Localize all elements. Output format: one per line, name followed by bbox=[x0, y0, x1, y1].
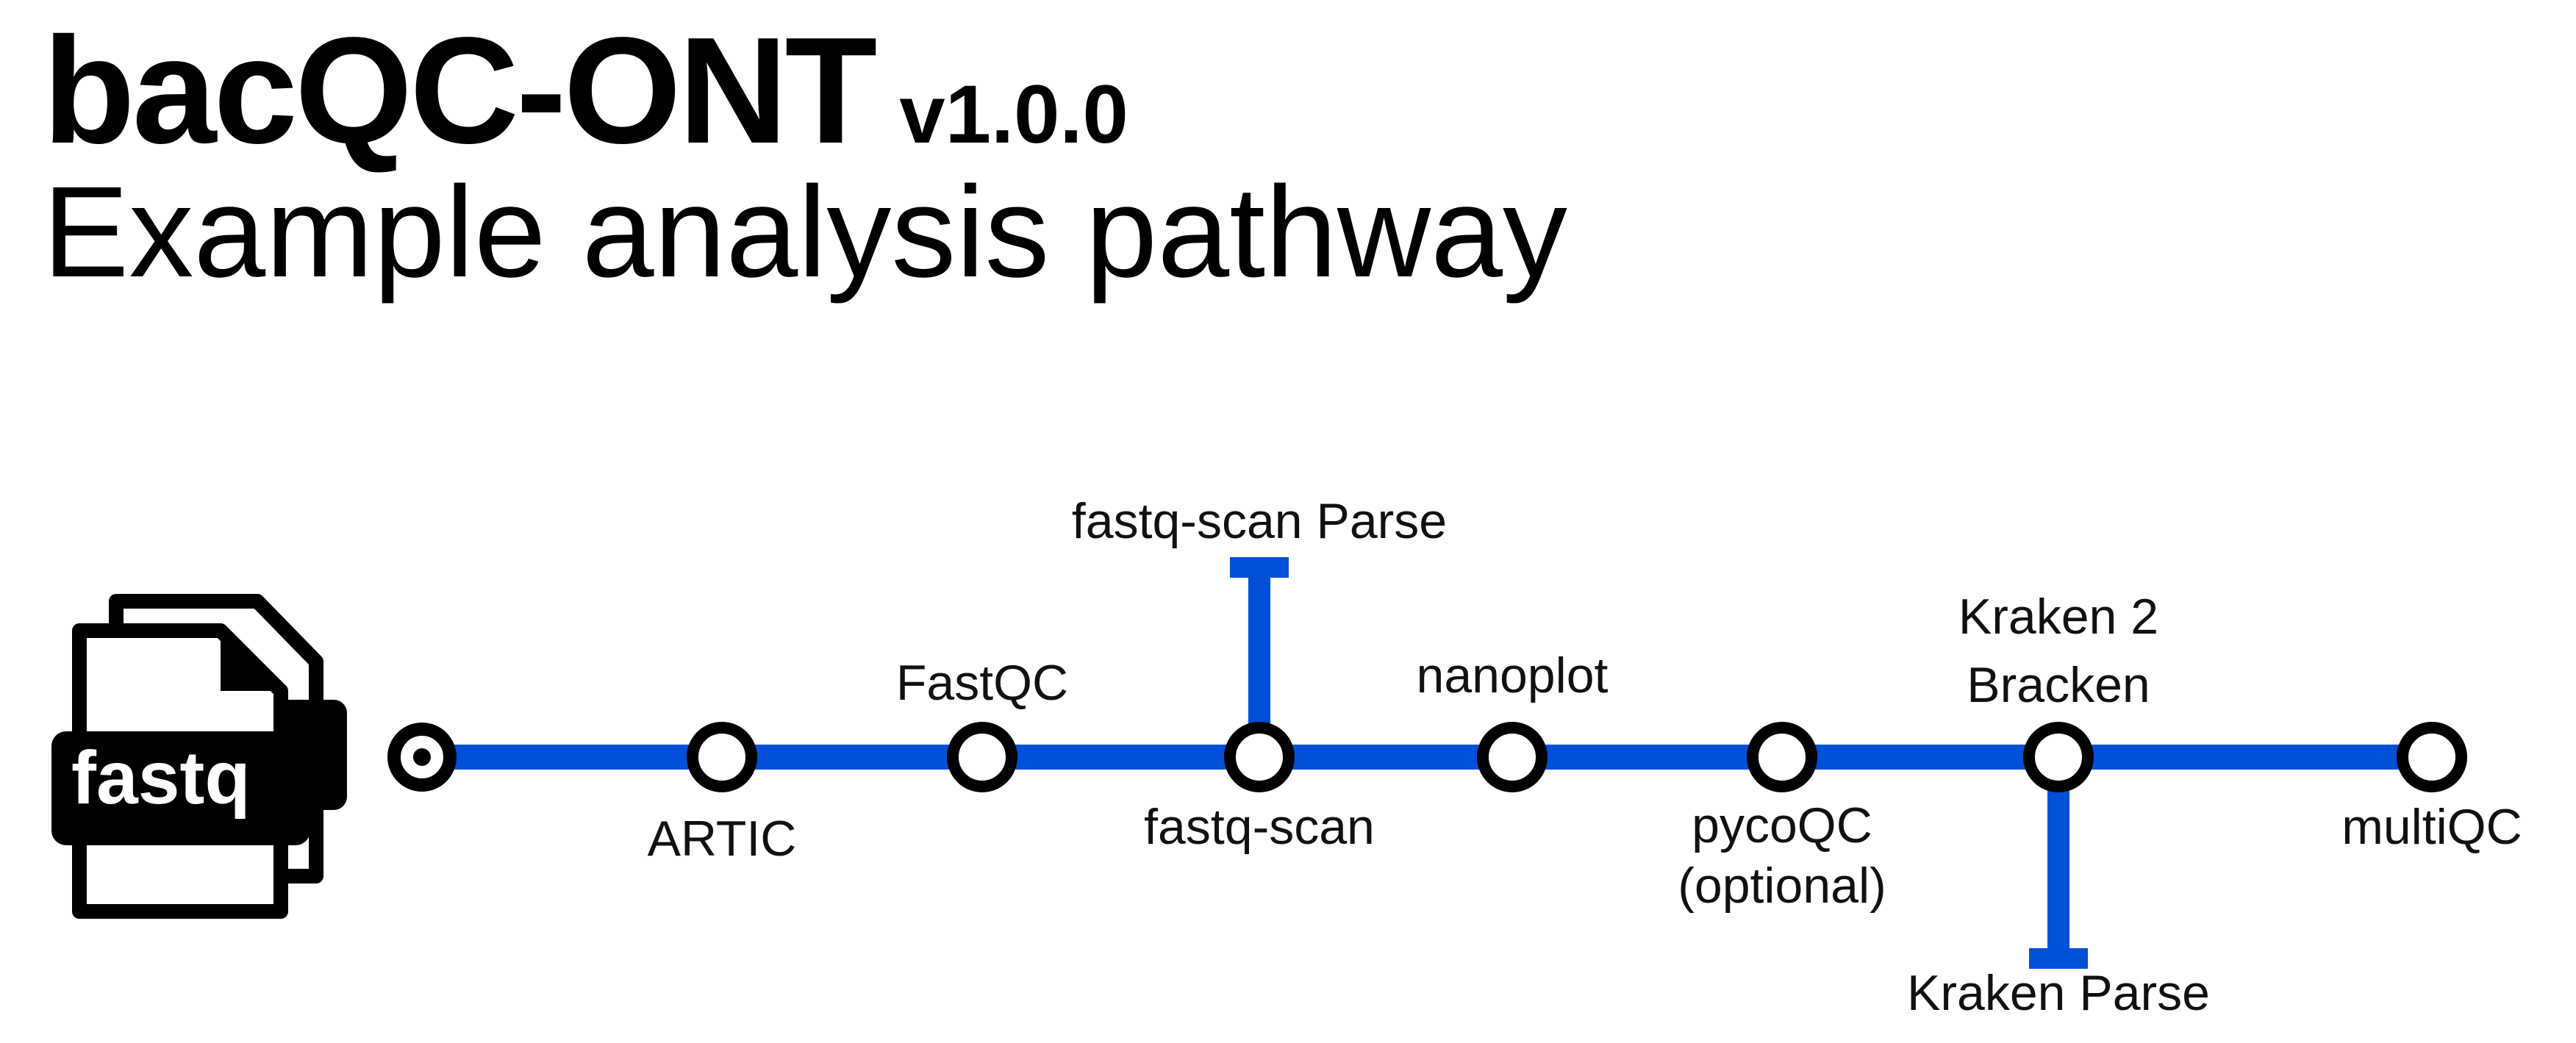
node-circle bbox=[2397, 722, 2467, 792]
input-file-label: fastq bbox=[71, 736, 251, 820]
label-multiqc: multiQC bbox=[2341, 799, 2522, 855]
start-marker bbox=[387, 723, 457, 792]
label-kraken2-line1: Kraken 2 bbox=[1958, 589, 2158, 645]
node-circle bbox=[1747, 722, 1817, 792]
app-name: bacQC-ONT bbox=[43, 6, 877, 175]
branch-terminus-fastq-scan-parse bbox=[1230, 557, 1289, 578]
step-node-pycoqc bbox=[1747, 722, 1817, 792]
step-node-multiqc bbox=[2397, 722, 2467, 792]
label-fastqc: FastQC bbox=[896, 655, 1068, 711]
node-circle bbox=[2023, 722, 2094, 792]
label-nanoplot: nanoplot bbox=[1417, 648, 1609, 703]
branch-terminus-kraken-parse bbox=[2029, 948, 2088, 969]
node-circle bbox=[1477, 722, 1548, 792]
step-node-fastq-scan bbox=[1224, 722, 1295, 792]
file-stack-icon: fastq bbox=[51, 594, 347, 919]
title-line: bacQC-ONT v1.0.0 bbox=[43, 15, 1567, 166]
front-label-band bbox=[51, 731, 310, 845]
start-dot bbox=[413, 748, 431, 766]
label-bracken-line2: Bracken bbox=[1967, 657, 2150, 713]
title-block: bacQC-ONT v1.0.0 Example analysis pathwa… bbox=[43, 15, 1567, 297]
step-node-fastqc bbox=[947, 722, 1017, 792]
label-kraken-parse: Kraken Parse bbox=[1907, 965, 2210, 1021]
file-fold-shape bbox=[221, 631, 281, 691]
label-pycoqc-line1: pycoQC bbox=[1692, 798, 1872, 853]
label-fastq-scan: fastq-scan bbox=[1144, 799, 1375, 855]
node-circle bbox=[947, 722, 1017, 792]
step-node-artic bbox=[687, 722, 757, 792]
label-fastq-scan-parse: fastq-scan Parse bbox=[1072, 493, 1447, 549]
step-node-nanoplot bbox=[1477, 722, 1548, 792]
label-artic: ARTIC bbox=[648, 811, 797, 867]
step-node-kraken2-bracken bbox=[2023, 722, 2094, 792]
node-circle bbox=[687, 722, 757, 792]
label-pycoqc-line2: (optional) bbox=[1678, 858, 1886, 914]
node-circle bbox=[1224, 722, 1295, 792]
page-subtitle: Example analysis pathway bbox=[43, 160, 1567, 304]
version-label: v1.0.0 bbox=[899, 68, 1128, 160]
